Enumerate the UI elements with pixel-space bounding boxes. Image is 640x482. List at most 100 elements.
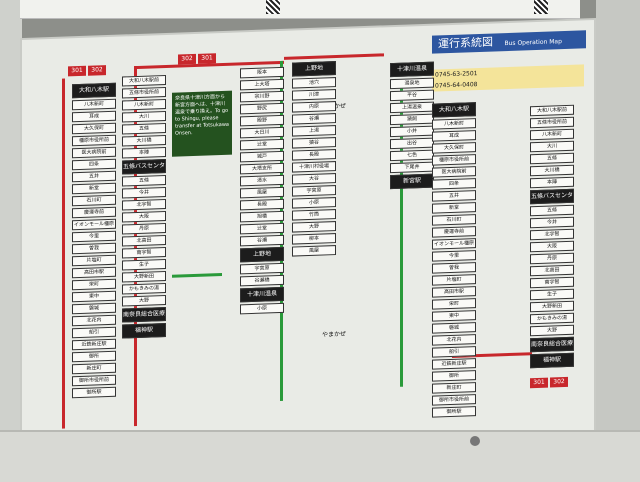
bus-stop-label: 大川 xyxy=(122,110,166,123)
bus-stop-label: 耳成 xyxy=(432,130,476,142)
bus-stop-label: 四条 xyxy=(72,158,116,171)
bus-stop-label: 池穴 xyxy=(292,77,336,89)
bus-stop-label: 東中 xyxy=(432,310,476,322)
bus-stop-label: 福神駅 xyxy=(122,322,166,339)
frame-left xyxy=(0,0,22,480)
bus-stop-label: 栄町 xyxy=(432,298,476,310)
bus-stop-label: 大川橋 xyxy=(530,164,574,177)
bus-stop-label: 今里 xyxy=(72,230,116,243)
bus-stop-label: 北高田 xyxy=(122,234,166,247)
bus-stop-label: 大川橋 xyxy=(122,134,166,147)
stop-column-1: 大和八木駅八木新町耳成大久保町橿原市役所前医大病院前四条五井新堂石川町慶運寺前イ… xyxy=(72,82,116,401)
qr-code-icon xyxy=(266,0,280,14)
bus-stop-label: 東中 xyxy=(72,290,116,303)
bus-stop-label: 近鉄新庄駅 xyxy=(72,338,116,351)
bus-stop-label: 新宮駅 xyxy=(390,173,434,190)
stop-column-6: 大和八木駅八木新町耳成大久保町橿原市役所前医大病院前四条五井新堂石川町慶運寺前イ… xyxy=(432,102,476,420)
bus-stop-label: 耳成 xyxy=(72,110,116,123)
upper-sign-strip xyxy=(20,0,580,19)
bus-stop-label: 大野 xyxy=(122,294,166,307)
bus-stop-label: 大阪 xyxy=(122,210,166,223)
bus-stop-label: 五條バスセンター xyxy=(122,158,166,175)
bus-stop-label: 船引 xyxy=(432,346,476,358)
bus-stop-label: 福神駅 xyxy=(530,352,574,369)
bus-stop-label: 生子 xyxy=(122,258,166,271)
stop-column-5: 十津川温泉湯泉地平谷上湯温泉猿飼小井出谷七色下尾井新宮駅 xyxy=(390,61,434,192)
bus-stop-label: 七色 xyxy=(390,149,434,162)
bolt-icon xyxy=(470,436,480,446)
route-tag: 301 xyxy=(198,53,216,64)
bus-stop-label: 上大塔 xyxy=(240,78,284,91)
bus-stop-label: 五條 xyxy=(530,204,574,217)
bus-stop-label: 平谷 xyxy=(390,89,434,102)
bus-stop-label: 南宇智 xyxy=(530,276,574,289)
bus-stop-label: 長殿 xyxy=(240,198,284,211)
bus-stop-label: 十津川温泉 xyxy=(390,61,434,78)
route-tag: 302 xyxy=(88,65,106,76)
route-line-red xyxy=(284,53,384,60)
bus-stop-label: 城戸 xyxy=(240,150,284,163)
bus-stop-label: 内原 xyxy=(292,101,336,113)
bus-stop-label: 宇宮原 xyxy=(292,185,336,197)
bus-stop-label: 小原 xyxy=(240,302,284,315)
bus-stop-label: 猿谷 xyxy=(292,137,336,149)
bus-stop-label: かもきみの湯 xyxy=(122,282,166,295)
bus-stop-label: 八木新町 xyxy=(72,98,116,111)
bus-stop-label: 五條 xyxy=(122,174,166,187)
bus-stop-label: 御所市役所前 xyxy=(72,374,116,387)
bus-stop-label: 御所 xyxy=(432,370,476,382)
bus-stop-label: 大久保町 xyxy=(432,142,476,154)
bus-stop-label: 医大病院前 xyxy=(72,146,116,159)
bus-stop-label: 石川町 xyxy=(432,214,476,226)
bus-stop-label: 五條市役所前 xyxy=(530,116,574,129)
bus-stop-label: 風屋 xyxy=(292,245,336,257)
bus-stop-label: 大阪 xyxy=(530,240,574,253)
route-tag: 301 xyxy=(68,65,86,77)
bus-stop-label: 北高田 xyxy=(530,264,574,277)
bus-stop-label: 谷瀬 xyxy=(240,234,284,247)
route-line-red xyxy=(62,78,65,429)
stop-column-3: 阪本上大塔宗川野野尻殿野大日川辻堂城戸大塔支所清水風屋長殿旭橋辻堂谷瀬上野地宇宮… xyxy=(240,66,284,317)
bus-stop-label: 五條 xyxy=(122,122,166,135)
bus-stop-label: 猿飼 xyxy=(390,113,434,126)
bus-stop-label: 曽我 xyxy=(72,242,116,255)
bus-stop-label: 大野 xyxy=(292,221,336,233)
bus-stop-label: 八木新町 xyxy=(530,128,574,141)
bus-stop-label: 八木新町 xyxy=(432,118,476,130)
bus-stop-label: 御所市役所前 xyxy=(432,394,476,406)
bus-map-board: 運行系統図 Bus Operation Map 0745-63-2501 074… xyxy=(22,20,594,450)
bus-stop-label: 丹原 xyxy=(530,252,574,265)
bus-stop-label: 御所駅 xyxy=(432,406,476,418)
bus-stop-label: 旭橋 xyxy=(240,210,284,223)
bus-stop-label: 五條市役所前 xyxy=(122,86,166,99)
bus-stop-label: 大野新田 xyxy=(122,270,166,283)
bus-stop-label: 宇宮原 xyxy=(240,262,284,275)
bus-stop-label: 片塩町 xyxy=(72,254,116,267)
bus-stop-label: 下尾井 xyxy=(390,161,434,174)
bus-stop-label: 大和八木駅 xyxy=(72,82,116,99)
bus-stop-label: 南宇智 xyxy=(122,246,166,259)
route-tag: 302 xyxy=(550,376,568,388)
bus-stop-label: 生子 xyxy=(530,288,574,301)
bus-stop-label: 長殿 xyxy=(292,149,336,161)
bus-stop-label: 大谷 xyxy=(292,173,336,185)
bus-stop-label: 辻堂 xyxy=(240,138,284,151)
bus-stop-label: 谷瀬 xyxy=(292,113,336,125)
bus-stop-label: 大和八木駅 xyxy=(432,102,476,118)
bus-stop-label: 上野地 xyxy=(292,61,336,77)
bus-stop-label: 橿原市役所前 xyxy=(432,154,476,166)
stop-column-7: 大和八木駅前五條市役所前八木新町大川五條大川橋本陣五條バスセンター五條今井北宇智… xyxy=(530,104,574,371)
route-line-green xyxy=(172,273,222,278)
bus-stop-label: 清水 xyxy=(240,174,284,187)
bus-stop-label: 湯泉地 xyxy=(390,77,434,90)
bus-stop-label: 大日川 xyxy=(240,126,284,139)
bus-stop-label: 今井 xyxy=(122,186,166,199)
bus-stop-label: 近鉄新庄駅 xyxy=(432,358,476,370)
bus-stop-label: 大和八木駅前 xyxy=(530,104,574,117)
bus-stop-label: 上野地 xyxy=(240,246,284,263)
stop-column-4: 上野地池穴川津内原谷瀬上湯猿谷長殿十津川村役場大谷宇宮原小原竹筒大野柳本風屋 xyxy=(292,61,336,259)
bus-stop-label: 磐城 xyxy=(432,322,476,334)
frame-right xyxy=(596,0,640,480)
bus-stop-label: 大久保町 xyxy=(72,122,116,135)
bus-stop-label: かもきみの湯 xyxy=(530,312,574,325)
